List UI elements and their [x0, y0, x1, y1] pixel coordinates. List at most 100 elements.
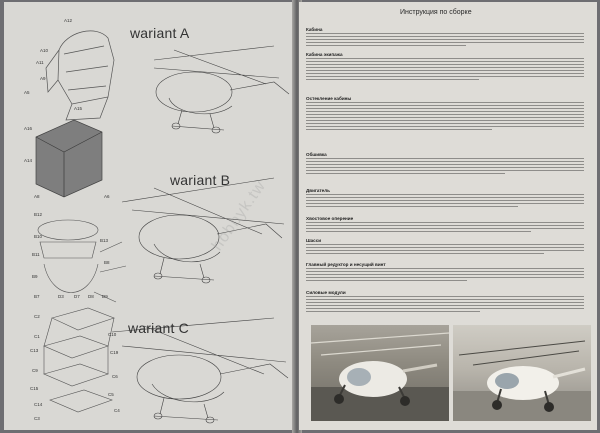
label-b13: B13	[100, 238, 109, 243]
text-line	[306, 39, 584, 41]
text-line	[306, 105, 584, 107]
label-a9: A9	[40, 76, 46, 81]
text-line	[306, 308, 584, 310]
text-line	[306, 228, 584, 230]
section-heading: Двигатель	[306, 188, 330, 193]
text-line	[306, 158, 584, 160]
variant-a-label: wariant A	[130, 25, 190, 41]
label-d3: D3	[58, 294, 64, 299]
label-b11: B11	[32, 252, 40, 257]
text-line	[306, 73, 584, 75]
text-line	[306, 58, 584, 60]
variant-b-label: wariant B	[170, 172, 231, 188]
section-heading: Главный редуктор и несущий винт	[306, 262, 386, 267]
text-line	[306, 45, 466, 47]
page-gutter	[292, 0, 302, 433]
photo-model-side	[453, 325, 591, 421]
label-d9: D9	[102, 294, 108, 299]
section-heading: Кабина экипажа	[306, 52, 343, 57]
label-c14: C14	[34, 402, 43, 407]
section-heading: Обшивка	[306, 152, 327, 157]
text-line	[306, 222, 584, 224]
helicopter-photo-2	[453, 340, 591, 421]
text-line	[306, 61, 584, 63]
label-d7: D7	[74, 294, 80, 299]
part-labels: A12 A10 A11 A9 A5 A15 A16 A14 A8 A6 B12 …	[24, 18, 120, 421]
text-line	[306, 200, 584, 202]
left-page: A12 A10 A11 A9 A5 A15 A16 A14 A8 A6 B12 …	[4, 2, 295, 430]
label-c19: C19	[110, 350, 119, 355]
text-line	[306, 206, 518, 208]
text-line	[306, 247, 584, 249]
text-line	[306, 194, 584, 196]
label-c2: C2	[34, 314, 40, 319]
label-c15: C15	[30, 386, 39, 391]
label-b12: B12	[34, 212, 43, 217]
text-line	[306, 231, 531, 233]
label-c6: C6	[112, 374, 118, 379]
text-line	[306, 108, 584, 110]
label-b7: B7	[34, 294, 40, 299]
helicopter-variant-b-drawing	[121, 177, 285, 284]
text-line	[306, 225, 584, 227]
text-line	[306, 244, 584, 246]
helicopter-variant-a-drawing	[153, 45, 290, 134]
label-a6: A6	[104, 194, 110, 199]
text-line	[306, 280, 467, 282]
page-title: Инструкция по сборке	[400, 9, 472, 16]
text-line	[306, 197, 584, 199]
label-a11: A11	[36, 60, 44, 65]
text-line	[306, 271, 584, 273]
label-c5: C5	[108, 392, 114, 397]
text-line	[306, 129, 492, 131]
assembly-diagrams: A12 A10 A11 A9 A5 A15 A16 A14 A8 A6 B12 …	[24, 18, 290, 424]
text-line	[306, 170, 584, 172]
text-line	[306, 203, 584, 205]
label-d8: D8	[88, 294, 94, 299]
text-line	[306, 79, 479, 81]
label-a12: A12	[64, 18, 73, 23]
label-c9: C9	[32, 368, 38, 373]
helicopter-variant-c-drawing	[111, 317, 289, 424]
helicopter-photo-1	[311, 332, 449, 421]
photo-model-front	[311, 325, 449, 421]
label-b9: B9	[32, 274, 38, 279]
label-a15: A15	[74, 106, 83, 111]
text-line	[306, 167, 584, 169]
text-line	[306, 164, 584, 166]
text-line	[306, 277, 584, 279]
text-line	[306, 120, 584, 122]
text-line	[306, 123, 584, 125]
text-line	[306, 126, 584, 128]
label-a14: A14	[24, 158, 33, 163]
parts-c-drawing	[43, 307, 115, 413]
section-heading: Остекление кабины	[306, 96, 352, 101]
label-b8: B8	[104, 260, 110, 265]
text-line	[306, 305, 584, 307]
text-line	[306, 64, 584, 66]
text-line	[306, 299, 584, 301]
label-c10: C10	[108, 332, 117, 337]
label-a10: A10	[40, 48, 49, 53]
text-line	[306, 173, 505, 175]
text-line	[306, 311, 480, 313]
text-line	[306, 268, 584, 270]
label-a16: A16	[24, 126, 33, 131]
label-b10: B10	[34, 234, 43, 239]
text-line	[306, 117, 584, 119]
parts-b-drawing	[37, 219, 127, 303]
section-heading: Кабина	[306, 27, 323, 32]
section-heading: Силовые модули	[306, 290, 346, 295]
text-line	[306, 274, 584, 276]
label-a8: A8	[34, 194, 40, 199]
label-c13: C13	[30, 348, 39, 353]
text-line	[306, 42, 584, 44]
text-line	[306, 296, 584, 298]
label-c3: C3	[34, 416, 40, 421]
text-line	[306, 111, 584, 113]
text-line	[306, 114, 584, 116]
text-line	[306, 70, 584, 72]
text-line	[306, 250, 584, 252]
text-line	[306, 102, 584, 104]
